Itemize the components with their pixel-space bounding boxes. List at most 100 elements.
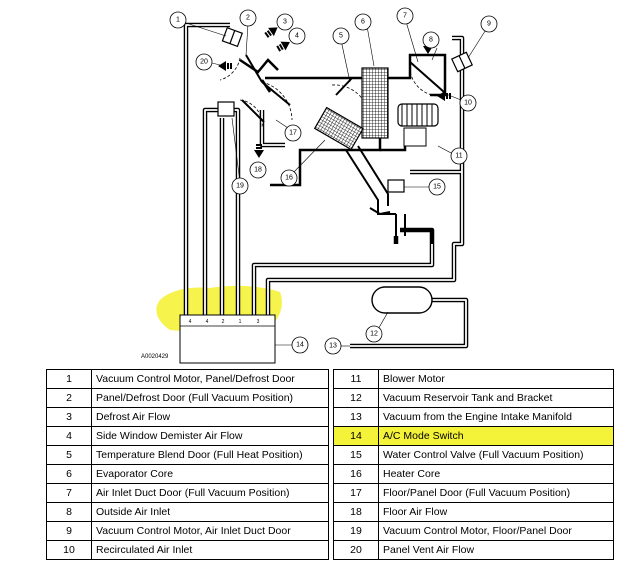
legend-description: Floor Air Flow bbox=[378, 502, 614, 522]
leader-lines bbox=[182, 17, 488, 347]
svg-text:17: 17 bbox=[289, 130, 297, 137]
legend-number: 7 bbox=[46, 483, 92, 503]
svg-text:20: 20 bbox=[200, 59, 208, 66]
svg-text:18: 18 bbox=[254, 167, 262, 174]
legend-number: 10 bbox=[46, 540, 92, 560]
legend-description: Vacuum Control Motor, Floor/Panel Door bbox=[378, 521, 614, 541]
callout-7: 7 bbox=[396, 7, 414, 25]
svg-text:13: 13 bbox=[329, 343, 337, 350]
callout-16: 16 bbox=[280, 169, 298, 187]
legend-description: Temperature Blend Door (Full Heat Positi… bbox=[91, 445, 329, 465]
legend-description: Recirculated Air Inlet bbox=[91, 540, 329, 560]
callout-14: 14 bbox=[291, 336, 309, 354]
legend-number: 3 bbox=[46, 407, 92, 427]
callout-11: 11 bbox=[450, 147, 468, 165]
legend-number: 18 bbox=[333, 502, 379, 522]
legend-description: Air Inlet Duct Door (Full Vacuum Positio… bbox=[91, 483, 329, 503]
svg-text:15: 15 bbox=[433, 184, 441, 191]
legend-number: 11 bbox=[333, 369, 379, 389]
legend-number: 8 bbox=[46, 502, 92, 522]
svg-text:16: 16 bbox=[285, 175, 293, 182]
legend-number: 15 bbox=[333, 445, 379, 465]
svg-text:10: 10 bbox=[464, 100, 472, 107]
legend-description: Defrost Air Flow bbox=[91, 407, 329, 427]
vacuum-motors bbox=[217, 26, 474, 193]
legend-description: Vacuum from the Engine Intake Manifold bbox=[378, 407, 614, 427]
callout-3: 3 bbox=[276, 13, 294, 31]
callout-6: 6 bbox=[354, 13, 372, 31]
legend-description: A/C Mode Switch bbox=[378, 426, 614, 446]
legend-description: Water Control Valve (Full Vacuum Positio… bbox=[378, 445, 614, 465]
heater-core bbox=[313, 106, 364, 151]
legend-number: 1 bbox=[46, 369, 92, 389]
legend-description: Outside Air Inlet bbox=[91, 502, 329, 522]
callout-2: 2 bbox=[239, 9, 257, 27]
legend-number: 17 bbox=[333, 483, 379, 503]
blower-motor bbox=[397, 103, 439, 147]
callout-13: 13 bbox=[324, 337, 342, 355]
figure-id: A0020429 bbox=[141, 354, 169, 360]
callout-1: 1 bbox=[169, 11, 187, 29]
legend-description: Floor/Panel Door (Full Vacuum Position) bbox=[378, 483, 614, 503]
svg-text:2: 2 bbox=[246, 15, 250, 22]
legend-description: Panel/Defrost Door (Full Vacuum Position… bbox=[91, 388, 329, 408]
svg-text:1: 1 bbox=[176, 17, 180, 24]
legend-description: Vacuum Control Motor, Panel/Defrost Door bbox=[91, 369, 329, 389]
svg-text:3: 3 bbox=[283, 19, 287, 26]
legend-number: 13 bbox=[333, 407, 379, 427]
svg-text:6: 6 bbox=[361, 19, 365, 26]
legend-number: 12 bbox=[333, 388, 379, 408]
legend-number: 5 bbox=[46, 445, 92, 465]
svg-text:5: 5 bbox=[339, 33, 343, 40]
svg-text:19: 19 bbox=[236, 183, 244, 190]
callout-9: 9 bbox=[480, 15, 498, 33]
legend-description: Heater Core bbox=[378, 464, 614, 484]
vacuum-reservoir-tank bbox=[371, 286, 433, 314]
switch-port-label: 4 bbox=[189, 319, 192, 325]
callout-4: 4 bbox=[288, 27, 306, 45]
callout-10: 10 bbox=[459, 94, 477, 112]
legend-number: 19 bbox=[333, 521, 379, 541]
legend-description: Vacuum Reservoir Tank and Bracket bbox=[378, 388, 614, 408]
vacuum-system-diagram: 4 4 2 1 3 1 2 3 4 5 bbox=[141, 7, 498, 364]
switch-port-label: 2 bbox=[222, 319, 225, 325]
callout-17: 17 bbox=[284, 124, 302, 142]
svg-text:11: 11 bbox=[455, 153, 462, 160]
callout-5: 5 bbox=[332, 27, 350, 45]
switch-port-label: 4 bbox=[206, 319, 209, 325]
legend-number: 16 bbox=[333, 464, 379, 484]
legend-number: 9 bbox=[46, 521, 92, 541]
callout-19: 19 bbox=[231, 177, 249, 195]
svg-text:8: 8 bbox=[429, 37, 433, 44]
callout-12: 12 bbox=[365, 325, 383, 343]
legend-number: 4 bbox=[46, 426, 92, 446]
svg-text:7: 7 bbox=[403, 13, 407, 20]
legend-description: Evaporator Core bbox=[91, 464, 329, 484]
legend-description: Blower Motor bbox=[378, 369, 614, 389]
heater-hoses bbox=[345, 145, 406, 236]
svg-text:12: 12 bbox=[370, 331, 378, 338]
legend-description: Panel Vent Air Flow bbox=[378, 540, 614, 560]
svg-text:14: 14 bbox=[296, 342, 304, 349]
svg-text:9: 9 bbox=[487, 21, 491, 28]
